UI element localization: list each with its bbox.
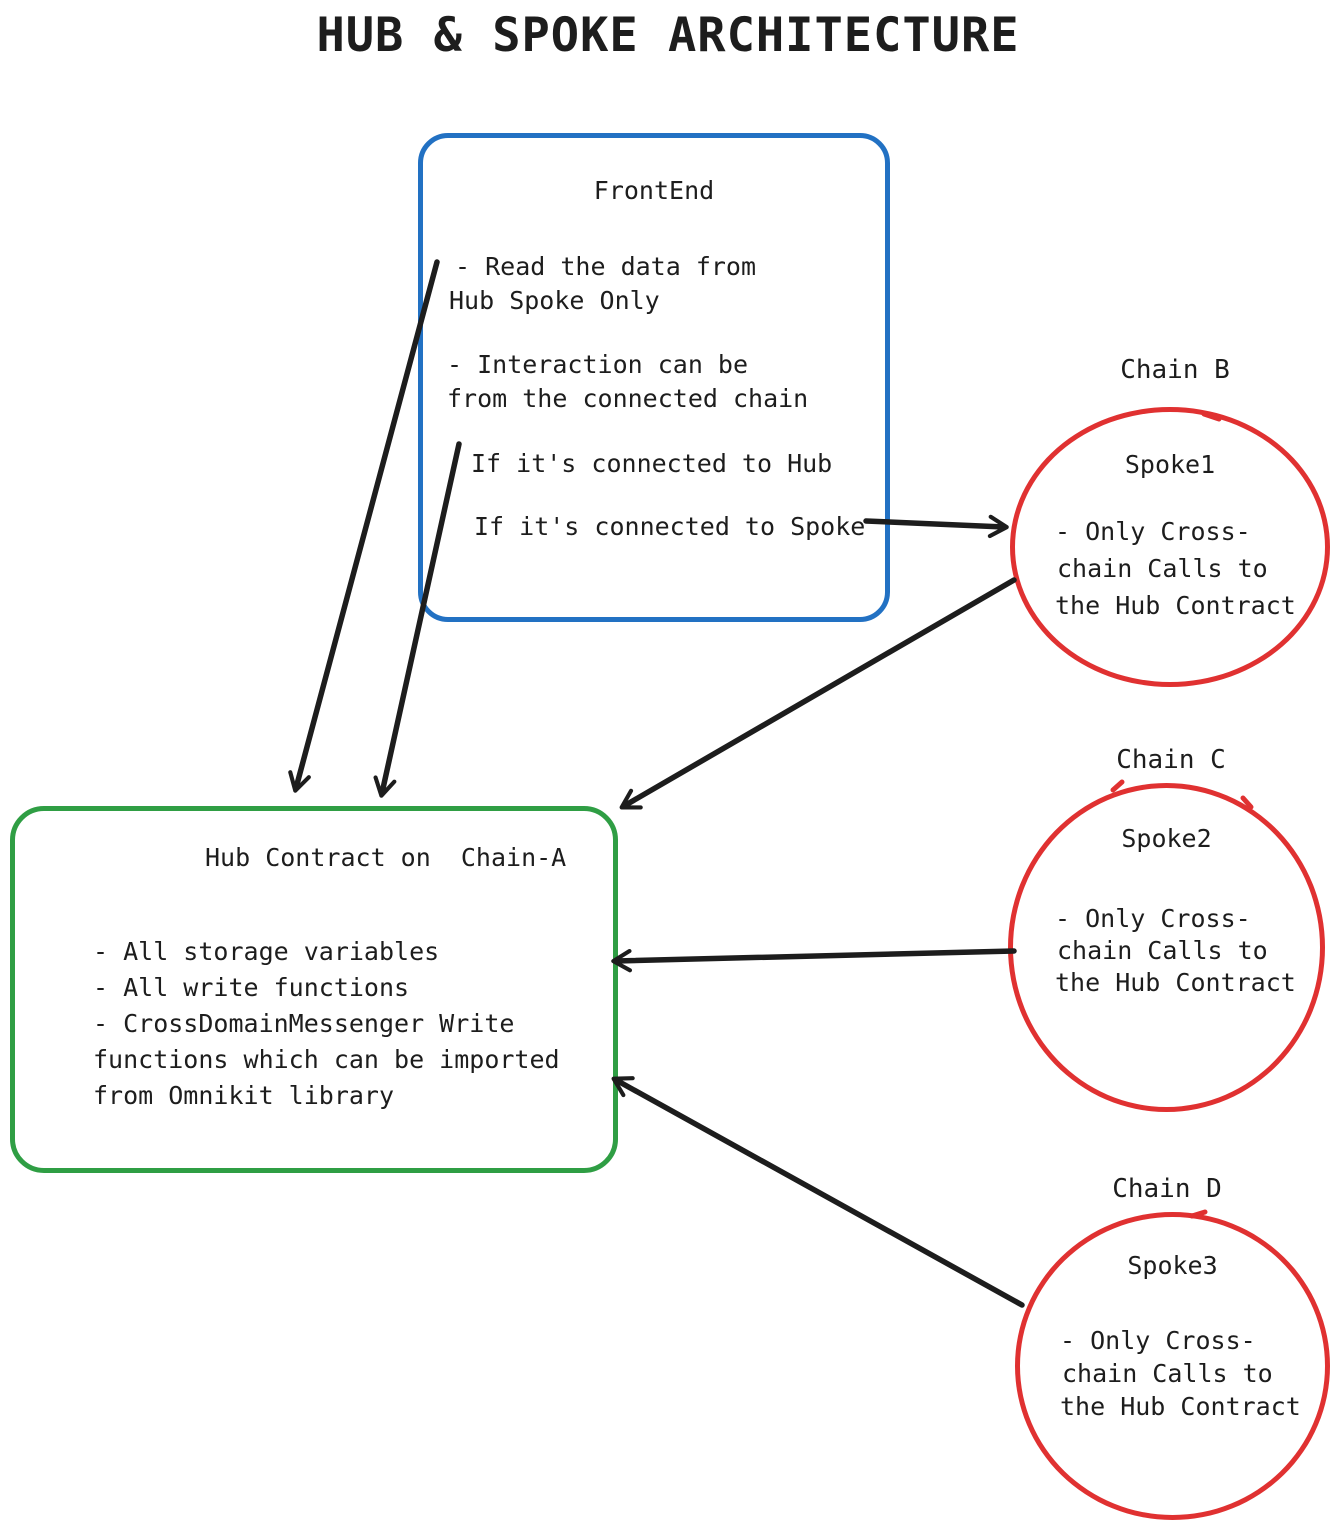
spoke2-name: Spoke2 xyxy=(1121,824,1212,853)
spoke3-name: Spoke3 xyxy=(1127,1251,1218,1280)
spoke2-line3: the Hub Contract xyxy=(1055,968,1296,997)
frontend-interaction-line2: from the connected chain xyxy=(447,384,809,413)
frontend-read-line2: Hub Spoke Only xyxy=(449,286,660,315)
spoke2-line2: chain Calls to xyxy=(1057,936,1268,965)
hub-box-title: Hub Contract on Chain-A xyxy=(205,843,567,872)
spoke3-circle: Spoke3 - Only Cross- chain Calls to the … xyxy=(1015,1212,1330,1520)
frontend-box: FrontEnd - Read the data from Hub Spoke … xyxy=(418,133,890,622)
spoke3-line1: - Only Cross- xyxy=(1060,1326,1256,1355)
frontend-read-line1: - Read the data from xyxy=(455,252,757,281)
arrow-frontend-read-to-hub-icon xyxy=(288,259,440,793)
frontend-hub-condition: If it's connected to Hub xyxy=(471,449,833,478)
frontend-box-title: FrontEnd xyxy=(593,176,715,205)
frontend-interaction-line1: - Interaction can be xyxy=(447,350,749,379)
hub-line2: - All write functions xyxy=(93,973,410,1002)
spoke1-line3: the Hub Contract xyxy=(1055,591,1296,620)
hub-line4: functions which can be imported xyxy=(93,1045,560,1074)
chain-d-label: Chain D xyxy=(1112,1174,1222,1204)
spoke1-line1: - Only Cross- xyxy=(1055,517,1251,546)
chain-b-label: Chain B xyxy=(1120,355,1230,385)
hub-contract-box: Hub Contract on Chain-A - All storage va… xyxy=(10,806,618,1173)
spoke1-circle: Spoke1 - Only Cross- chain Calls to the … xyxy=(1010,407,1330,687)
hub-line5: from Omnikit library xyxy=(93,1081,395,1110)
frontend-spoke-condition: If it's connected to Spoke xyxy=(474,512,866,541)
chain-c-label: Chain C xyxy=(1116,745,1226,775)
arrow-spoke2-to-hub-icon xyxy=(611,948,1017,973)
spoke3-line2: chain Calls to xyxy=(1062,1359,1273,1388)
hub-line3: - CrossDomainMessenger Write xyxy=(93,1009,515,1038)
spoke3-line3: the Hub Contract xyxy=(1060,1392,1301,1421)
diagram-title: HUB & SPOKE ARCHITECTURE xyxy=(316,8,1020,63)
spoke2-circle: Spoke2 - Only Cross- chain Calls to the … xyxy=(1008,783,1325,1112)
spoke1-name: Spoke1 xyxy=(1124,450,1216,479)
spoke1-line2: chain Calls to xyxy=(1057,554,1268,583)
arrow-spoke3-to-hub-icon xyxy=(611,1076,1025,1308)
spoke2-line1: - Only Cross- xyxy=(1055,904,1251,933)
hub-line1: - All storage variables xyxy=(93,937,440,966)
